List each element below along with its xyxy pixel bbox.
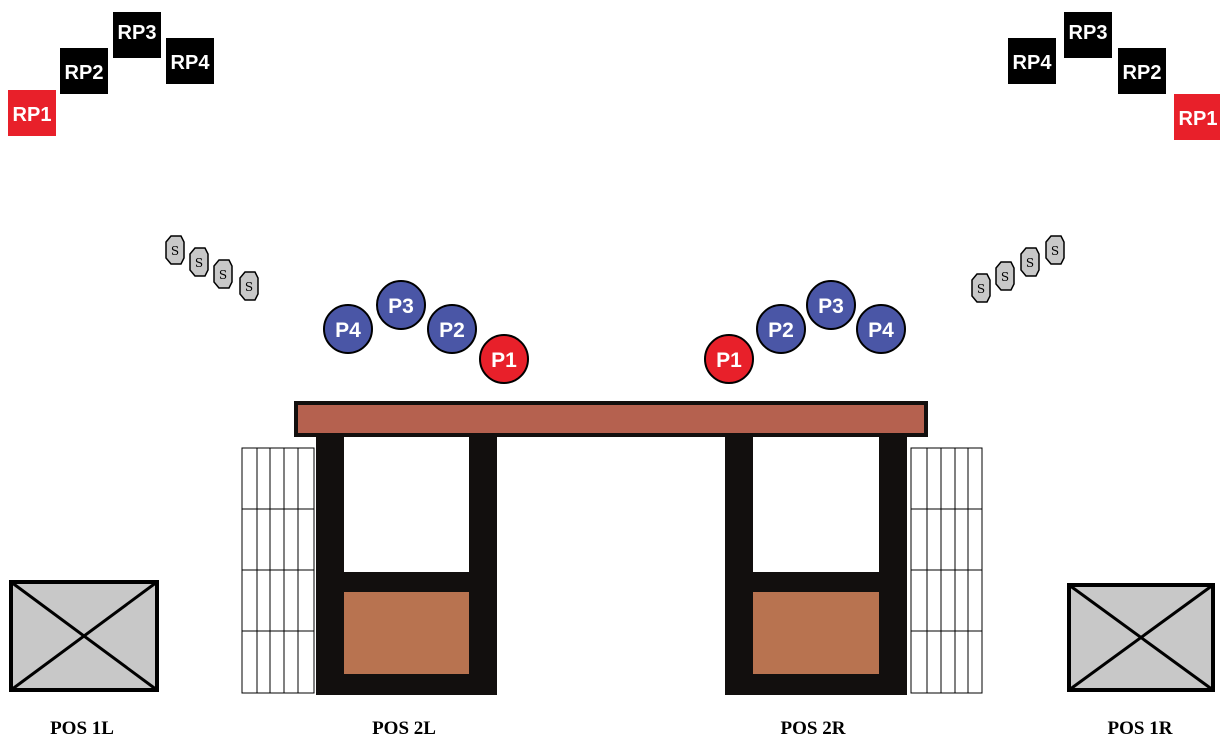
s-marker-label: S (171, 244, 179, 258)
reserve-player-label: RP4 (171, 52, 211, 74)
reserve-player-rp2-left: RP2 (60, 48, 108, 94)
grid-panel-right (910, 447, 983, 694)
reserve-player-rp4-right: RP4 (1008, 38, 1056, 84)
crossed-box-left (9, 580, 159, 692)
cabinet-left (316, 435, 497, 695)
player-label: P2 (439, 319, 465, 342)
reserve-players-right: RP4 RP3 RP2 RP1 (1008, 12, 1220, 140)
s-marker: S (971, 273, 991, 303)
player-label: P3 (388, 295, 414, 318)
cabinet-right (725, 435, 907, 695)
player-p4-right: P4 (856, 304, 906, 354)
s-marker-label: S (1026, 256, 1034, 270)
reserve-player-rp2-right: RP2 (1118, 48, 1166, 94)
s-marker-label: S (1051, 244, 1059, 258)
position-label-2l: POS 2L (372, 718, 436, 739)
s-marker: S (165, 235, 185, 265)
s-marker: S (189, 247, 209, 277)
reserve-player-label: RP4 (1013, 52, 1053, 74)
reserve-player-label: RP1 (13, 104, 52, 126)
reserve-player-label: RP3 (1069, 22, 1108, 44)
players-right: P1 P2 P3 P4 (704, 280, 906, 384)
player-p3-right: P3 (806, 280, 856, 330)
players-left: P4 P3 P2 P1 (323, 280, 529, 384)
player-label: P3 (818, 295, 844, 318)
table-top (294, 401, 928, 437)
player-p1-right: P1 (704, 334, 754, 384)
player-p4-left: P4 (323, 304, 373, 354)
grid-panel-left (241, 447, 315, 694)
s-marker-label: S (219, 268, 227, 282)
s-marker-label: S (195, 256, 203, 270)
s-marker-label: S (245, 280, 253, 294)
player-label: P2 (768, 319, 794, 342)
s-markers-left: S S S S (165, 235, 259, 301)
s-marker: S (239, 271, 259, 301)
player-label: P1 (491, 349, 517, 372)
position-label-2r: POS 2R (781, 718, 846, 739)
reserve-players-left: RP1 RP2 RP3 RP4 (8, 12, 214, 136)
reserve-player-rp3-right: RP3 (1064, 12, 1112, 58)
reserve-player-label: RP2 (65, 62, 104, 84)
s-marker: S (995, 261, 1015, 291)
reserve-player-rp1-right: RP1 (1174, 94, 1220, 140)
s-marker-label: S (1001, 270, 1009, 284)
reserve-player-label: RP3 (118, 22, 157, 44)
s-marker-label: S (977, 282, 985, 296)
s-marker: S (213, 259, 233, 289)
position-label-1l: POS 1L (50, 718, 114, 739)
reserve-player-label: RP1 (1179, 108, 1218, 130)
s-marker: S (1045, 235, 1065, 265)
player-label: P4 (868, 319, 894, 342)
player-p1-left: P1 (479, 334, 529, 384)
s-markers-right: S S S S (971, 235, 1065, 303)
player-p2-right: P2 (756, 304, 806, 354)
reserve-player-rp3-left: RP3 (113, 12, 161, 58)
s-marker: S (1020, 247, 1040, 277)
player-p2-left: P2 (427, 304, 477, 354)
player-p3-left: P3 (376, 280, 426, 330)
player-label: P1 (716, 349, 742, 372)
reserve-player-rp1-left: RP1 (8, 90, 56, 136)
crossed-box-right (1067, 583, 1215, 692)
reserve-player-rp4-left: RP4 (166, 38, 214, 84)
reserve-player-label: RP2 (1123, 62, 1162, 84)
player-label: P4 (335, 319, 361, 342)
position-label-1r: POS 1R (1108, 718, 1173, 739)
